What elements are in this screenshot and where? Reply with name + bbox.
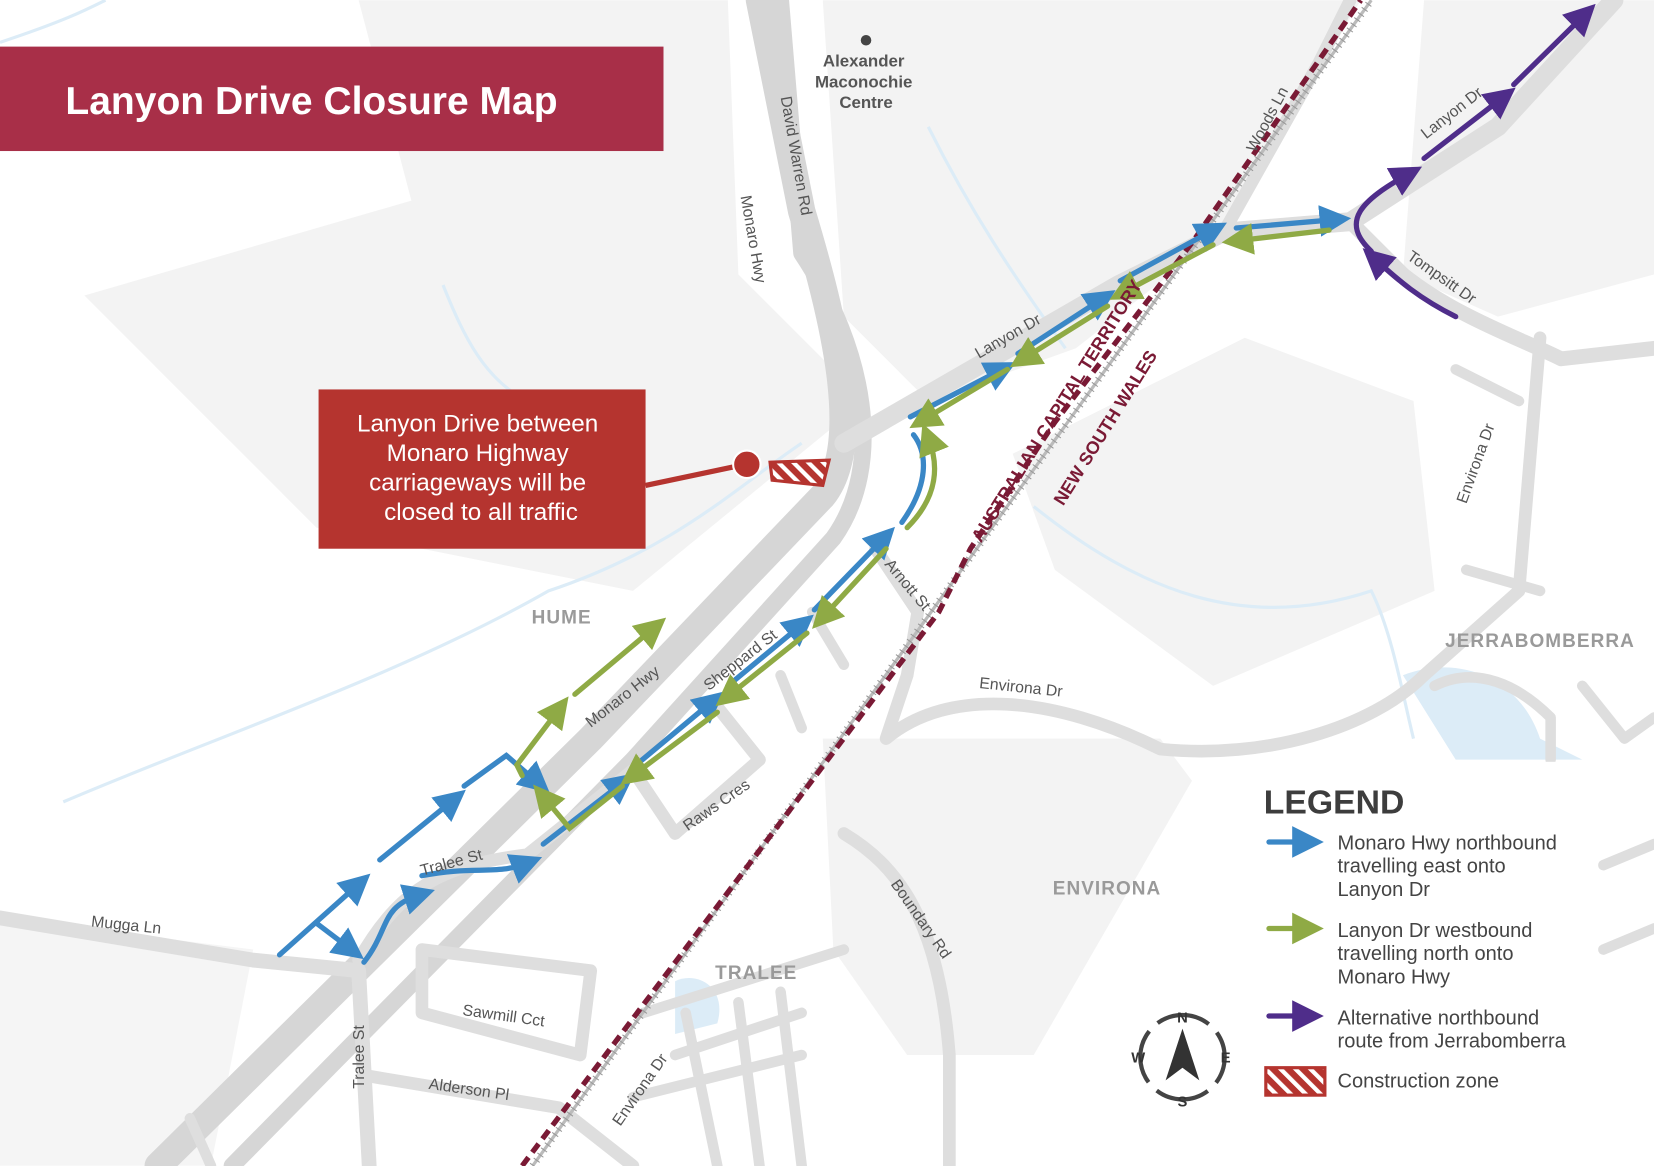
route-alternative-northbound xyxy=(1353,3,1596,320)
legend-item-purple: Alternative northbound route from Jerrab… xyxy=(1338,1007,1567,1052)
legend-construction-swatch-icon xyxy=(1264,1066,1327,1097)
landmark-line: Alexander xyxy=(823,52,905,71)
street-raws-cres: Raws Cres xyxy=(680,776,753,834)
closure-callout xyxy=(318,389,646,549)
suburb-hume: HUME xyxy=(532,608,592,629)
legend-item-blue: Monaro Hwy northbound travelling east on… xyxy=(1338,832,1563,900)
callout-line: Monaro Highway xyxy=(387,440,570,467)
legend-item-construction: Construction zone xyxy=(1338,1071,1499,1093)
state-border-line xyxy=(520,0,1363,1166)
title-banner xyxy=(0,46,664,152)
legend: LEGEND Monaro Hwy northbound travelling … xyxy=(1249,761,1599,1110)
landmark-line: Centre xyxy=(839,93,892,112)
landmark-line: Maconochie xyxy=(815,73,912,92)
suburb-environa: ENVIRONA xyxy=(1053,879,1162,900)
compass-rose: N E S W xyxy=(1131,1010,1231,1110)
compass-e: E xyxy=(1221,1050,1231,1066)
railway-line xyxy=(529,0,1375,1166)
street-tralee-st-vertical: Tralee St xyxy=(351,1025,368,1089)
page-title: Lanyon Drive Closure Map xyxy=(65,80,557,123)
suburb-tralee: TRALEE xyxy=(715,963,797,984)
callout-line: Lanyon Drive between xyxy=(357,411,598,438)
legend-title: LEGEND xyxy=(1264,783,1405,821)
landmark-label: Alexander Maconochie Centre xyxy=(815,52,917,112)
compass-w: W xyxy=(1131,1050,1145,1066)
callout-leader xyxy=(645,461,747,489)
landmark-dot xyxy=(860,35,872,46)
compass-n: N xyxy=(1177,1010,1188,1026)
street-alderson-pl: Alderson Pl xyxy=(428,1076,510,1104)
compass-north-arrow-icon xyxy=(1165,1028,1200,1081)
compass-s: S xyxy=(1178,1095,1188,1111)
suburb-jerrabomberra: JERRABOMBERRA xyxy=(1445,631,1635,652)
street-environa-dr-central: Environa Dr xyxy=(978,675,1063,701)
route-lanyon-westbound xyxy=(513,223,1332,832)
callout-line: carriageways will be xyxy=(369,470,586,497)
construction-zone xyxy=(768,458,832,488)
street-environa-dr-east: Environa Dr xyxy=(1454,422,1499,506)
closure-callout-text: Lanyon Drive between Monaro Highway carr… xyxy=(357,411,605,527)
legend-item-green: Lanyon Dr westbound travelling north ont… xyxy=(1338,920,1538,988)
callout-pin xyxy=(732,449,762,480)
street-monaro-hwy-north: Monaro Hwy xyxy=(737,194,769,284)
callout-line: closed to all traffic xyxy=(384,499,578,526)
